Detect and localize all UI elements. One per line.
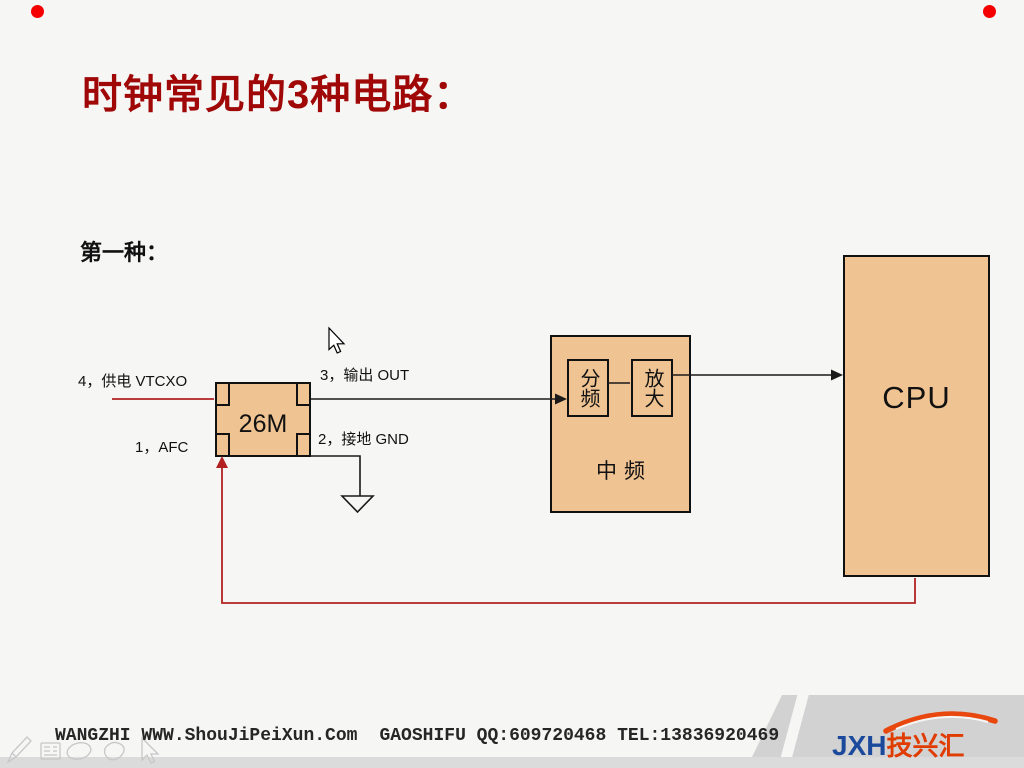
afc-arrowhead [216, 456, 228, 468]
cursor-icon[interactable] [141, 736, 160, 764]
crystal-pin-2 [296, 433, 311, 457]
crystal-pin-3 [296, 382, 311, 406]
ground-symbol [340, 495, 375, 514]
cpu-block: CPU [843, 255, 990, 577]
crystal-26m-block: 26M [215, 382, 311, 457]
record-indicator-left [31, 5, 44, 18]
brand-logo: JXH技兴汇 [830, 705, 1015, 761]
footer-contact-line: WANGZHI WWW.ShouJiPeiXun.Com GAOSHIFU QQ:… [55, 726, 779, 746]
pen-icon[interactable] [6, 736, 32, 764]
pin3-label: 3，输出 OUT [320, 367, 410, 384]
cpu-arrowhead [831, 369, 843, 381]
crystal-pin-4 [215, 382, 230, 406]
bottom-strip [0, 757, 1024, 768]
cpu-label: CPU [882, 380, 951, 415]
pin2-label: 2，接地 GND [318, 431, 409, 448]
divider-subblock: 分频 [567, 359, 609, 417]
pin4-label: 4，供电 VTCXO [78, 373, 188, 390]
pin1-label: 1，AFC [135, 439, 189, 456]
logo-chinese: 技兴汇 [886, 731, 965, 761]
amplifier-subblock: 放大 [631, 359, 673, 417]
footer-contact: GAOSHIFU QQ:609720468 TEL:13836920469 [379, 726, 780, 746]
annotation-toolbar[interactable] [2, 733, 172, 767]
ellipse-icon[interactable] [65, 740, 92, 761]
footer-website: WANGZHI WWW.ShouJiPeiXun.Com [55, 726, 358, 746]
record-indicator-right [983, 5, 996, 18]
if-block: 分频 放大 中频 [550, 335, 691, 513]
logo-swoosh-icon [883, 711, 998, 734]
crystal-pin-1 [215, 433, 230, 457]
logo-latin: JXH [832, 730, 887, 761]
lasso-icon[interactable] [103, 741, 125, 761]
notepad-icon[interactable] [40, 742, 61, 760]
section-label: 第一种： [80, 240, 169, 265]
ground-wire [311, 455, 361, 496]
mouse-cursor [328, 326, 346, 354]
slide-title: 时钟常见的3种电路： [82, 73, 475, 117]
crystal-label: 26M [238, 410, 288, 438]
if-block-label: 中频 [596, 460, 652, 483]
